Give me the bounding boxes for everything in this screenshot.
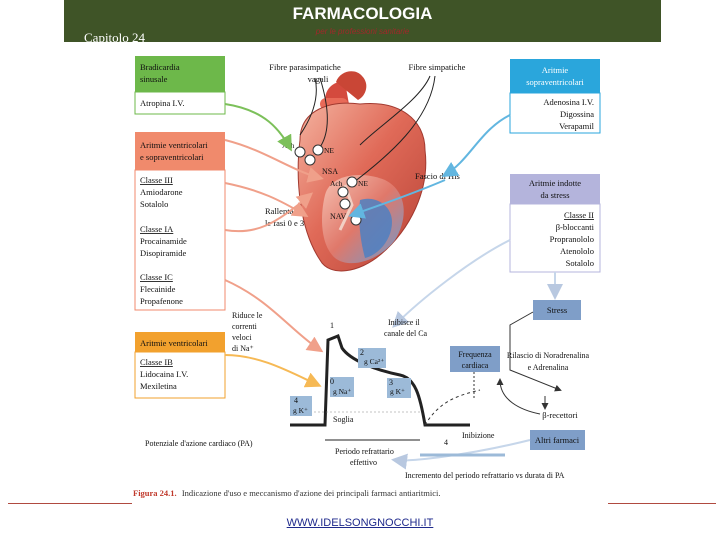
aritmie-sopra-title-1: Aritmie (542, 65, 569, 75)
riduce-2: correnti (232, 322, 258, 331)
soglia-label: Soglia (333, 415, 354, 424)
atenololo-label: Atenololo (560, 246, 594, 256)
nsa-label: NSA (322, 167, 338, 176)
stress-title-1: Aritmie indotte (529, 178, 581, 188)
bradicardia-title-2: sinusale (140, 74, 168, 84)
atropina-label: Atropina I.V. (140, 98, 184, 108)
digossina-label: Digossina (560, 109, 594, 119)
footer-line-left (8, 503, 132, 504)
propranololo-label: Propranololo (550, 234, 594, 244)
nav-label: NAV (330, 212, 347, 221)
footer-line-right (608, 503, 716, 504)
stress-label: Stress (547, 305, 567, 315)
propafenone-label: Propafenone (140, 296, 183, 306)
classe1a-heading: Classe IA (140, 224, 174, 234)
disopiramide-label: Disopiramide (140, 248, 186, 258)
riduce-4: di Na⁺ (232, 344, 254, 353)
verapamil-label: Verapamil (559, 121, 595, 131)
periodo-label-2: effettivo (350, 458, 377, 467)
classe1b-heading: Classe IB (140, 357, 173, 367)
fibre-simpatiche: Fibre simpatiche (409, 62, 466, 72)
stress-title-2: da stress (540, 190, 569, 200)
sotalolo-label-2: Sotalolo (566, 258, 594, 268)
aritmie-v-title: Aritmie ventricolari (140, 338, 208, 348)
box-frequenza: Frequenza cardiaca (450, 346, 500, 372)
heart-illustration (297, 71, 427, 272)
ap-text: 1 2 0 3 4 4 g Ca²⁺ g Na⁺ g K⁺ g K⁺ Sogli… (145, 311, 565, 480)
phase-4a: 4 (294, 396, 298, 405)
box-aritmie-ventr-sopra: Aritmie ventricolari e sopraventricolari… (134, 132, 226, 311)
box-aritmie-sopraventricolari: Aritmie sopraventricolari Adenosina I.V.… (509, 59, 601, 134)
inibizione-label: Inibizione (462, 431, 495, 440)
rallenta-1: Rallenta (265, 206, 294, 216)
classe2-heading: Classe II (564, 210, 594, 220)
rallenta-2: le fasi 0 e 3 (265, 218, 304, 228)
phase-4b: 4 (444, 438, 448, 447)
fibre-parasimp-1: Fibre parasimpatiche (269, 62, 341, 72)
box-stress: Stress (533, 300, 581, 320)
bradicardia-title-1: Bradicardia (140, 62, 180, 72)
classe1c-heading: Classe IC (140, 272, 173, 282)
footer-url-link[interactable]: WWW.IDELSONGNOCCHI.IT (286, 517, 434, 529)
phase-0: 0 (330, 377, 334, 386)
riduce-3: veloci (232, 333, 252, 342)
slide-title: FARMACOLOGIA (292, 4, 433, 23)
figure-caption: Figura 24.1. Indicazione d'uso e meccani… (133, 488, 440, 498)
gk-label-1: g K⁺ (293, 406, 308, 415)
box-aritmie-stress: Aritmie indotte da stress Classe II β-bl… (509, 174, 601, 273)
conductance-boxes (290, 348, 411, 416)
box-altri-farmaci: Altri farmaci (530, 430, 585, 450)
gca-label: g Ca²⁺ (364, 357, 384, 366)
slide-subtitle: per le professioni sanitarie (315, 27, 410, 36)
altri-farmaci-label: Altri farmaci (535, 435, 580, 445)
betabloccanti-label: β-bloccanti (556, 222, 595, 232)
sotalolo-label-1: Sotalolo (140, 199, 168, 209)
caption-text: Indicazione d'uso e meccanismo d'azione … (182, 488, 441, 498)
incremento-label: Incremento del periodo refrattario vs du… (405, 471, 565, 480)
frequenza-label-1: Frequenza (458, 350, 492, 359)
phase-3: 3 (389, 378, 393, 387)
fascio-his: Fascio di His (415, 171, 460, 181)
inibisce-2: canale del Ca (384, 329, 428, 338)
riduce-1: Riduce le (232, 311, 263, 320)
inibisce-1: Inibisce il (388, 318, 421, 327)
rilascio-label-1: Rilascio di Noradrenalina (507, 351, 590, 360)
phase-1: 1 (330, 321, 334, 330)
pa-label: Potenziale d'azione cardiaco (PA) (145, 439, 253, 448)
ne-label-1: NE (324, 146, 334, 155)
aritmie-vs-title-2: e sopraventricolari (140, 152, 204, 162)
dark-arrows (473, 311, 562, 415)
phase-2: 2 (360, 348, 364, 357)
aritmie-sopra-title-2: sopraventricolari (526, 77, 584, 87)
ne-label-2: NE (358, 179, 368, 188)
gk-label-2: g K⁺ (390, 387, 405, 396)
classe3-heading: Classe III (140, 175, 173, 185)
aritmie-vs-title-1: Aritmie ventricolari (140, 140, 208, 150)
flecainide-label: Flecainide (140, 284, 176, 294)
adenosina-label: Adenosina I.V. (543, 97, 594, 107)
gna-label: g Na⁺ (333, 387, 351, 396)
caption-label: Figura 24.1. (133, 488, 177, 498)
mexiletina-label: Mexiletina (140, 381, 177, 391)
amiodarone-label: Amiodarone (140, 187, 183, 197)
recettori-label: β-recettori (542, 410, 578, 420)
lidocaina-label: Lidocaina I.V. (140, 369, 188, 379)
fibre-parasimp-2: vagali (308, 74, 329, 84)
slide-header: FARMACOLOGIA per le professioni sanitari… (64, 0, 661, 45)
periodo-label-1: Periodo refrattario (335, 447, 394, 456)
rilascio-label-2: e Adrenalina (528, 363, 569, 372)
action-potential (290, 334, 505, 457)
chapter-label: Capitolo 24 (84, 30, 146, 45)
ach-label-2: Ach (330, 179, 343, 188)
box-bradicardia: Bradicardia sinusale Atropina I.V. (134, 56, 226, 115)
procainamide-label: Procainamide (140, 236, 187, 246)
frequenza-label-2: cardiaca (462, 361, 489, 370)
box-aritmie-ventricolari: Aritmie ventricolari Classe IB Lidocaina… (134, 332, 226, 399)
